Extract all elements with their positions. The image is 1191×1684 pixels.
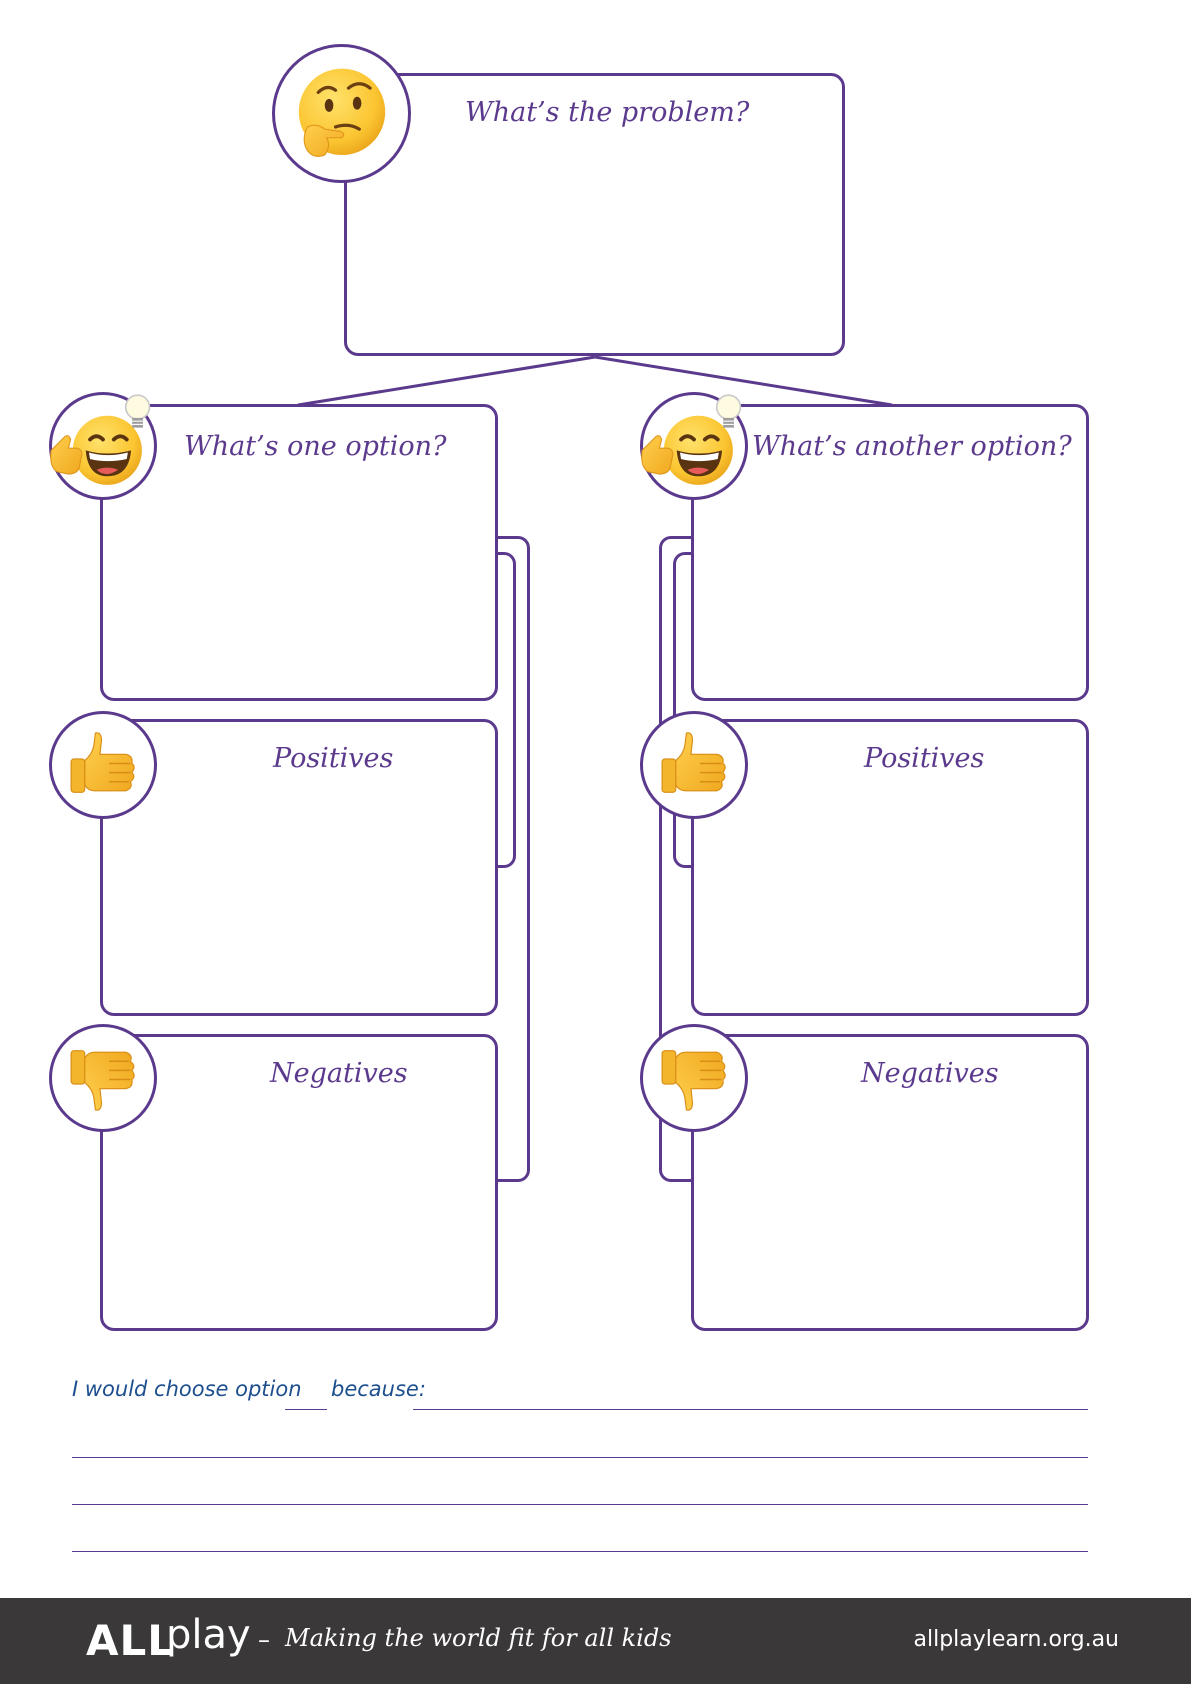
reason-line-2[interactable]	[72, 1457, 1088, 1458]
grinning-face-lightbulb-icon	[641, 394, 742, 485]
problem-box[interactable]	[344, 73, 845, 356]
footer-bar: ALL play – Making the world fit for all …	[0, 1598, 1191, 1684]
footer-tagline: Making the world fit for all kids	[285, 1624, 672, 1652]
option-one-heading: What’s one option?	[184, 431, 447, 462]
option-two-positives-icon-circle	[640, 711, 748, 819]
option-one-icon-circle	[49, 392, 157, 500]
option-number-line[interactable]	[285, 1409, 327, 1410]
thumbs-down-icon	[661, 1050, 726, 1111]
reason-line-3[interactable]	[72, 1504, 1088, 1505]
footer-website: allplaylearn.org.au	[913, 1627, 1119, 1652]
option-two-negatives-box[interactable]	[691, 1034, 1089, 1331]
option-two-positives-box[interactable]	[691, 719, 1089, 1016]
problem-heading: What’s the problem?	[465, 97, 750, 128]
connector-lines	[297, 355, 893, 407]
thumbs-up-icon	[661, 732, 726, 793]
logo-all: ALL	[86, 1616, 176, 1665]
thumbs-up-icon	[70, 732, 135, 793]
option-two-positives-heading: Positives	[864, 743, 985, 774]
choice-prefix: I would choose option	[72, 1377, 302, 1401]
option-one-positives-icon-circle	[49, 711, 157, 819]
option-one-positives-box[interactable]	[100, 719, 498, 1016]
choice-suffix: because:	[331, 1377, 426, 1401]
reason-line-4[interactable]	[72, 1551, 1088, 1552]
option-two-heading: What’s another option?	[752, 431, 1072, 462]
option-one-negatives-box[interactable]	[100, 1034, 498, 1331]
thumbs-down-icon	[70, 1050, 135, 1111]
option-one-box[interactable]	[100, 404, 498, 701]
option-two-negatives-icon-circle	[640, 1024, 748, 1132]
option-two-inner-bracket	[673, 552, 694, 868]
option-two-icon-circle	[640, 392, 748, 500]
option-two-outer-bracket	[659, 536, 694, 1182]
option-one-negatives-heading: Negatives	[270, 1058, 408, 1089]
logo-play: play	[166, 1612, 251, 1658]
thinking-face-icon	[298, 68, 385, 157]
grinning-face-lightbulb-icon	[50, 394, 151, 485]
problem-icon-circle	[272, 44, 411, 183]
reason-line-1[interactable]	[413, 1409, 1088, 1410]
option-two-box[interactable]	[691, 404, 1089, 701]
option-one-outer-bracket	[495, 536, 530, 1182]
option-one-inner-bracket	[495, 552, 516, 868]
option-one-positives-heading: Positives	[273, 743, 394, 774]
option-two-negatives-heading: Negatives	[861, 1058, 999, 1089]
option-one-negatives-icon-circle	[49, 1024, 157, 1132]
footer-dash: –	[258, 1626, 270, 1654]
